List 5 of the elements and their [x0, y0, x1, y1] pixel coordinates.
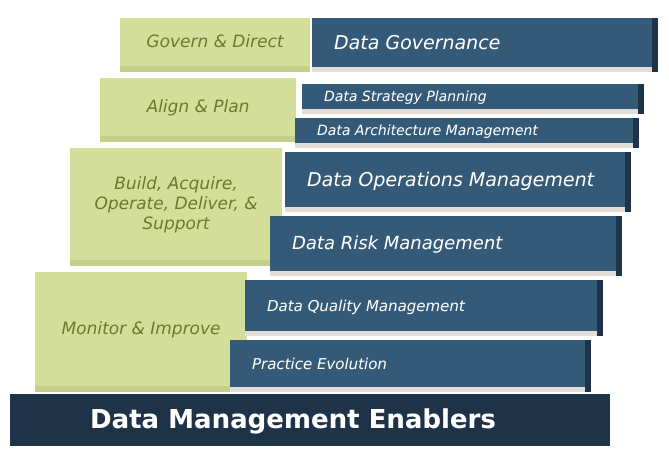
process-group-box: Monitor & Improve [35, 272, 247, 392]
process-group-box: Govern & Direct [120, 18, 310, 72]
process-group-box: Align & Plan [100, 78, 296, 142]
process-group-box: Build, Acquire, Operate, Deliver, & Support [70, 148, 282, 266]
enablers-base-slab: Data Management Enablers [10, 394, 610, 446]
